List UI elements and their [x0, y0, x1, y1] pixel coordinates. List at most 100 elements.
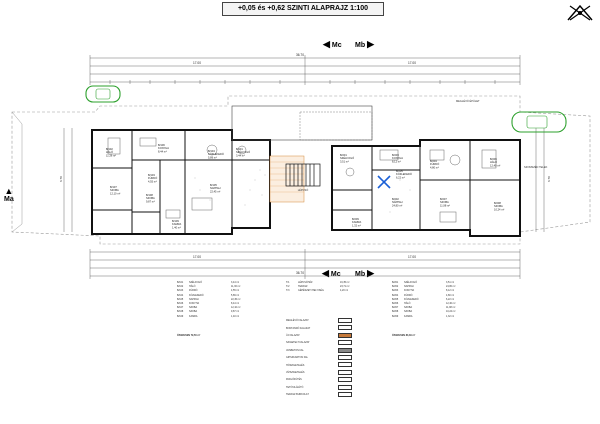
room-label-area: 11,98 m²: [440, 203, 450, 207]
room-area: 4,20 m²: [340, 289, 349, 293]
room-label-area: 12,10 m²: [110, 191, 120, 195]
room-name: NAPPALI: [404, 285, 414, 289]
room-area: 4,55 m²: [231, 289, 240, 293]
room-area: 8,12 m²: [446, 289, 455, 293]
legend-swatch: [338, 384, 352, 390]
room-label-area: 10,24 m²: [494, 207, 504, 211]
room-area: 1,32 m²: [446, 314, 455, 318]
legend-label: VASBETON FAL: [286, 348, 304, 352]
room-label-name: KÖZLEKEDŐ: [208, 151, 224, 156]
room-label-area: 1,32 m²: [352, 223, 361, 227]
room-label-name: KÖZLEKEDŐ: [396, 171, 412, 176]
legend-swatch: [338, 347, 352, 353]
room-label-id: B/208: [494, 201, 501, 205]
room-name: SZOBA: [189, 306, 198, 310]
section-mark-mc-top: ◀ Mc: [323, 39, 342, 49]
room-name: HÁLÓ: [189, 285, 196, 289]
room-id: B/102: [177, 285, 184, 289]
room-area: 24,80 m²: [446, 285, 456, 289]
room-label-area: 11,36 m²: [106, 153, 116, 157]
room-id: B/109: [177, 314, 184, 318]
room-id: B/106: [177, 302, 184, 305]
room-label-area: 12,40 m²: [490, 163, 500, 167]
legend-item: VÍZSZIGETELÉS: [286, 369, 352, 375]
legend-item: PADLÓFŰTÉS: [286, 377, 352, 383]
room-label-id: B/206: [490, 157, 497, 161]
room-label-id: B/109: [172, 219, 179, 223]
room-id: B/104: [177, 293, 184, 297]
section-mark-ma: ▲ Ma: [4, 186, 14, 203]
room-name: SZÉLFOGÓ: [404, 281, 418, 284]
legend-item: MEGLÉVŐ FALAZAT: [286, 318, 352, 323]
room-label-id: B/107: [110, 185, 117, 189]
room-label-area: 5,89 m²: [208, 155, 217, 159]
legend-item: HŐSZIGETELÉS: [286, 362, 352, 368]
room-label-area: 24,80 m²: [392, 203, 402, 207]
legend-label: SZIGETELT FALAZAT: [286, 341, 310, 345]
legend-swatch: [338, 332, 352, 338]
room-area: 4,80 m²: [446, 293, 455, 297]
room-label-name: KAMRA: [352, 220, 361, 224]
room-name: FÜRDŐ: [189, 289, 198, 293]
legend-label: VÍZSZIGETELÉS: [286, 370, 305, 374]
room-label-name: SZÉLFOGÓ: [340, 155, 354, 160]
dim-bottom-right: 17.00: [408, 255, 416, 259]
legend-item: BONTANDÓ FALAZAT: [286, 325, 352, 331]
legend-label: TETŐVILÁGÍTÓ: [286, 385, 304, 389]
room-area: 9,87 m²: [231, 310, 240, 314]
legend-label: ÚJ FALAZAT: [286, 333, 300, 337]
room-label-area: 3,51 m²: [340, 159, 349, 163]
room-label-name: HÁLÓ: [490, 159, 497, 164]
room-label-id: B/205: [396, 169, 403, 173]
legend-label: HŐSZIGETELÉS: [286, 363, 305, 367]
room-id: B/205: [392, 297, 399, 301]
room-name: KAMRA: [404, 314, 413, 318]
room-area: 23,71 m²: [340, 285, 350, 289]
section-mark-mc-bottom: ◀ Mc: [322, 268, 341, 278]
room-id: T/3: [286, 289, 290, 293]
room-area: 16,35 m²: [340, 281, 350, 284]
room-id: T/1: [286, 281, 290, 284]
car-left-icon: [85, 85, 121, 103]
room-label-name: KONYHA: [392, 156, 403, 160]
room-label-id: B/103: [148, 173, 155, 177]
room-label-area: 1,40 m²: [172, 225, 181, 229]
room-id: B/201: [392, 281, 399, 284]
room-label-name: SZOBA: [440, 200, 449, 204]
room-name: FÜRDŐ: [404, 293, 413, 297]
room-area: 12,40 m²: [446, 302, 456, 305]
north-arrow-icon: [567, 4, 593, 21]
room-label-name: KAMRA: [172, 222, 181, 226]
room-label-name: SZOBA: [494, 204, 503, 208]
room-area: 3,44 m²: [231, 281, 240, 284]
left-unit-walls: [91, 129, 271, 235]
room-label-area: 9,87 m²: [146, 199, 155, 203]
legend-label: GIPSZKARTON FAL: [286, 356, 308, 360]
dim-top-left: 17.00: [193, 61, 201, 65]
room-id: B/208: [392, 310, 399, 314]
legend-label: PADLÓFŰTÉS: [286, 378, 302, 382]
room-name: LÉPCSŐHÁZ: [298, 281, 313, 284]
label-existing-building: MEGLÉVŐ ÉPÜLET: [456, 98, 480, 103]
room-area: 6,22 m²: [446, 297, 455, 301]
section-mark-mb-bottom: Mb ▶: [355, 268, 374, 278]
room-label-name: NAPPALI: [392, 200, 403, 204]
room-label-name: FÜRDŐ: [148, 175, 157, 180]
legend-swatch: [338, 362, 352, 368]
summary-left: ÖSSZESEN 79,50 m²: [177, 334, 201, 337]
room-name: KONYHA: [404, 289, 415, 293]
legend-item: ÚJ FALAZAT: [286, 332, 352, 338]
room-id: B/108: [177, 310, 184, 314]
room-name: KÖZLEKEDŐ: [189, 293, 204, 297]
